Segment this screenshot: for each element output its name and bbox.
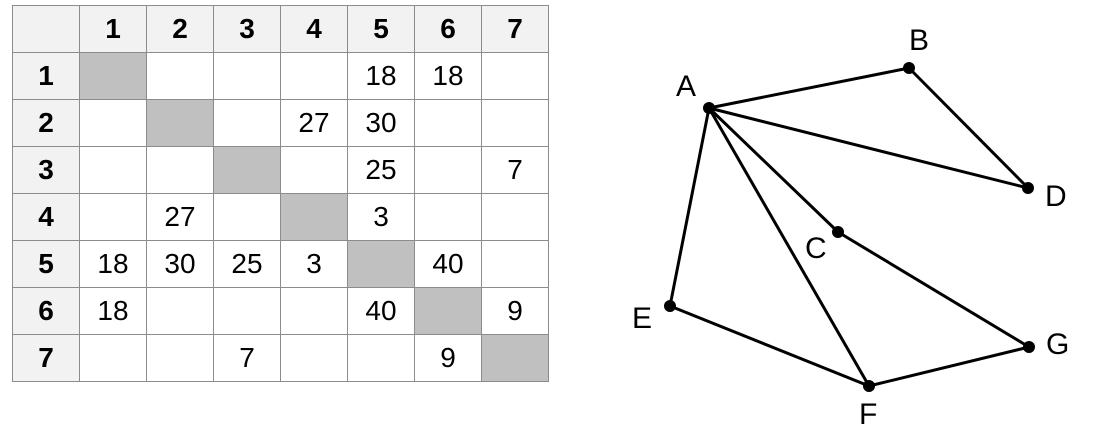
graph-edges: [668, 66, 1030, 388]
table-cell: [79, 146, 147, 194]
diagonal-cell: [213, 146, 281, 194]
edge-a-f: [707, 107, 871, 387]
graph-nodes: [664, 62, 1035, 392]
edge-a-c: [707, 106, 840, 234]
edge-a-b: [708, 66, 910, 110]
table-cell: 25: [213, 240, 281, 288]
node-e: [664, 300, 676, 312]
table-cell: 27: [146, 193, 214, 241]
table-row: 7 7 9: [12, 334, 549, 382]
edge-e-f: [669, 304, 870, 388]
row-header: 4: [12, 193, 80, 241]
table-cell: 25: [347, 146, 415, 194]
table-cell: [146, 287, 214, 335]
table-cell: 27: [280, 99, 348, 147]
table-cell: 40: [347, 287, 415, 335]
table-cell: 18: [414, 52, 482, 100]
edge-b-d: [907, 66, 1030, 190]
table-cell: [146, 146, 214, 194]
table-cell: [347, 334, 415, 382]
table-cell: [481, 193, 549, 241]
table-cell: [213, 287, 281, 335]
node-c: [832, 226, 844, 238]
node-b: [903, 62, 915, 74]
diagonal-cell: [481, 334, 549, 382]
node-label-a: A: [676, 70, 696, 103]
node-g: [1023, 341, 1035, 353]
diagonal-cell: [414, 287, 482, 335]
table-cell: [414, 146, 482, 194]
table-cell: 9: [414, 334, 482, 382]
table-cell: 7: [481, 146, 549, 194]
node-label-g: G: [1046, 328, 1069, 361]
table-cell: [213, 193, 281, 241]
table-cell: [481, 99, 549, 147]
column-header: 6: [414, 5, 482, 53]
row-header: 1: [12, 52, 80, 100]
table-cell: 7: [213, 334, 281, 382]
node-f: [863, 380, 875, 392]
edge-f-g: [868, 345, 1030, 388]
edge-c-g: [837, 230, 1030, 349]
column-header: 2: [146, 5, 214, 53]
table-cell: [79, 99, 147, 147]
table-cell: [280, 334, 348, 382]
node-label-d: D: [1045, 180, 1067, 213]
row-header: 5: [12, 240, 80, 288]
table-cell: 30: [146, 240, 214, 288]
table-cell: [79, 334, 147, 382]
diagonal-cell: [79, 52, 147, 100]
diagonal-cell: [146, 99, 214, 147]
edge-a-e: [668, 107, 711, 307]
edge-a-d: [708, 106, 1029, 190]
column-header: 7: [481, 5, 549, 53]
node-label-c: C: [805, 232, 827, 265]
table-cell: [414, 99, 482, 147]
node-label-b: B: [909, 24, 929, 57]
table-cell: 3: [280, 240, 348, 288]
node-label-e: E: [632, 302, 652, 335]
row-header: 7: [12, 334, 80, 382]
table-cell: 18: [79, 240, 147, 288]
table-corner-cell: [12, 5, 80, 53]
node-a: [703, 102, 715, 114]
table-cell: 30: [347, 99, 415, 147]
node-label-f: F: [859, 398, 877, 431]
graph-labels: A B C D E F G: [632, 24, 1069, 431]
row-header: 6: [12, 287, 80, 335]
table-cell: 40: [414, 240, 482, 288]
diagonal-cell: [347, 240, 415, 288]
table-cell: [213, 99, 281, 147]
diagonal-cell: [280, 193, 348, 241]
node-d: [1022, 182, 1034, 194]
table-cell: 18: [79, 287, 147, 335]
